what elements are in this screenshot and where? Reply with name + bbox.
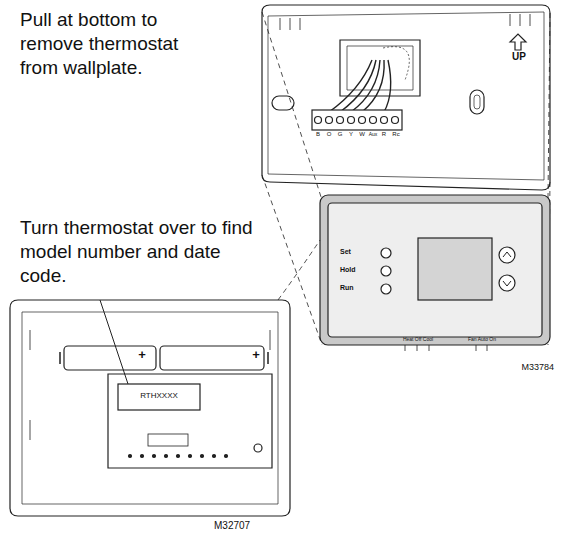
thermostat-back [10,300,290,516]
polarity-mark: + [134,347,150,363]
contact-dot [129,455,132,458]
up-button [499,247,515,263]
battery [64,346,156,370]
set-button [381,248,391,258]
button-label: Hold [340,266,376,275]
terminal-screw [381,117,388,124]
projection-line [262,12,550,345]
contact-dot [213,455,216,458]
hold-button [381,266,391,276]
terminal-screw [326,117,333,124]
button-label: Run [340,284,376,293]
terminal-label: Rc [389,131,403,139]
terminal-label: Aux [365,131,381,137]
wires [329,60,391,112]
display [418,238,492,300]
figure-code: M32707 [214,520,284,533]
terminal-screw [348,117,355,124]
terminal-label: Y [345,131,357,139]
terminal-screw [337,117,344,124]
mounting-hole [272,96,294,110]
terminal-label: R [378,131,390,139]
terminal-label: B [312,131,324,139]
contact-dot [177,455,180,458]
instruction-note: Turn thermostat over to find model numbe… [20,216,255,287]
mounting-slot [470,90,484,114]
thermostat-housing [320,195,550,345]
contact-dot [225,455,228,458]
button-label: Set [340,248,376,257]
instruction-note: Pull at bottom to remove thermostat from… [20,8,210,79]
contact-dot [165,455,168,458]
battery-compartment [108,374,272,468]
terminal-screw [370,117,377,124]
contact-dot [201,455,204,458]
model-number: RTHXXXX [120,391,198,401]
down-button [499,275,515,291]
leader-line [100,300,128,384]
terminal-label: G [334,131,346,139]
polarity-mark: + [248,347,264,363]
terminal-screw [392,117,399,124]
wallplate [262,5,550,190]
run-button [381,284,391,294]
terminal-label: O [323,131,335,139]
direction-label: UP [504,51,534,64]
contact-dot [153,455,156,458]
contact-dot [141,455,144,458]
terminal-label: W [356,131,368,139]
contact-dot [189,455,192,458]
switch-label: Heat Off Cool [395,336,441,342]
up-arrow [510,34,526,50]
figure-code: M33784 [494,362,554,373]
terminal-screw [315,117,322,124]
model-label [118,384,200,410]
battery [160,346,264,370]
terminal-screw [359,117,366,124]
thermostat-face [328,203,542,337]
switch-label: Fan Auto On [466,336,498,342]
terminal-block [312,110,402,130]
